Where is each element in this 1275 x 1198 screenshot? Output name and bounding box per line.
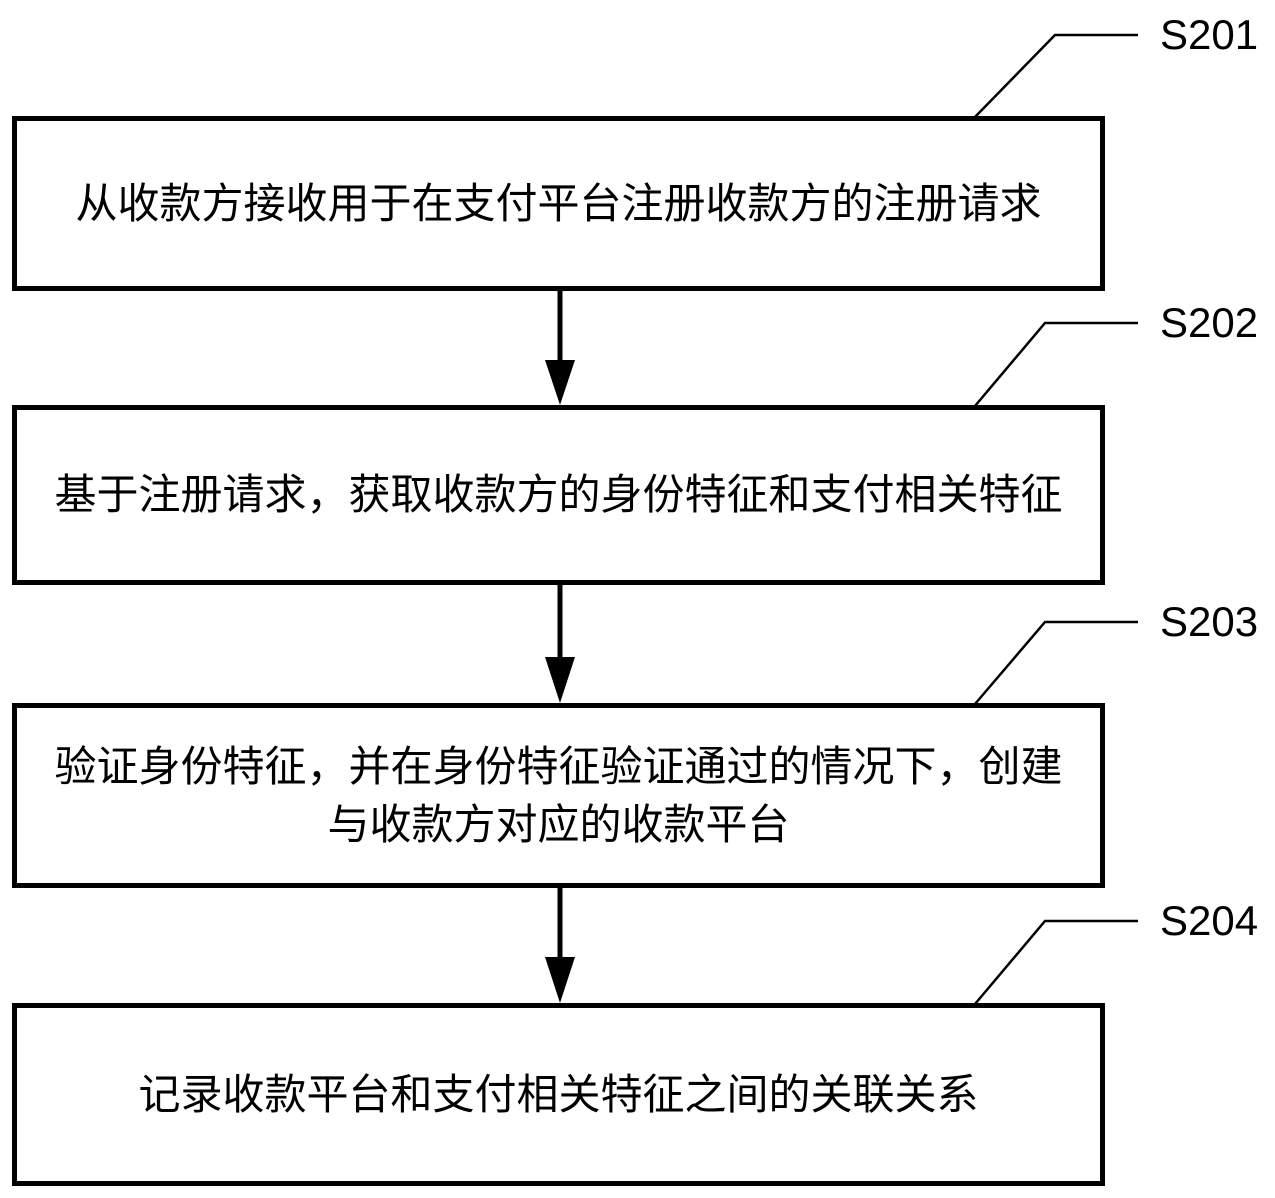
step-label-s203: S203 xyxy=(1160,598,1259,645)
step-text-s201: 从收款方接收用于在支付平台注册收款方的注册请求 xyxy=(75,178,1042,228)
arrow-s203-s204 xyxy=(545,888,575,1003)
arrow-s201-s202 xyxy=(545,291,575,405)
step-label-s201: S201 xyxy=(1160,11,1259,58)
leader-line-s203 xyxy=(974,620,1138,705)
step-box-s204: 记录收款平台和支付相关特征之间的关联关系 xyxy=(12,1003,1105,1186)
arrow-s202-s203 xyxy=(545,585,575,703)
leader-line-s204 xyxy=(974,919,1138,1005)
step-text-s203: 验证身份特征，并在身份特征验证通过的情况下，创建与收款方对应的收款平台 xyxy=(54,741,1063,849)
step-box-s202: 基于注册请求，获取收款方的身份特征和支付相关特征 xyxy=(12,405,1105,585)
leader-line-s201 xyxy=(974,33,1138,118)
step-box-s201: 从收款方接收用于在支付平台注册收款方的注册请求 xyxy=(12,116,1105,291)
step-label-s204: S204 xyxy=(1160,897,1259,944)
step-label-s202: S202 xyxy=(1160,299,1259,346)
step-box-s203: 验证身份特征，并在身份特征验证通过的情况下，创建与收款方对应的收款平台 xyxy=(12,703,1105,888)
leader-line-s202 xyxy=(974,321,1138,407)
step-text-s204: 记录收款平台和支付相关特征之间的关联关系 xyxy=(138,1069,979,1119)
step-text-s202: 基于注册请求，获取收款方的身份特征和支付相关特征 xyxy=(54,470,1063,519)
